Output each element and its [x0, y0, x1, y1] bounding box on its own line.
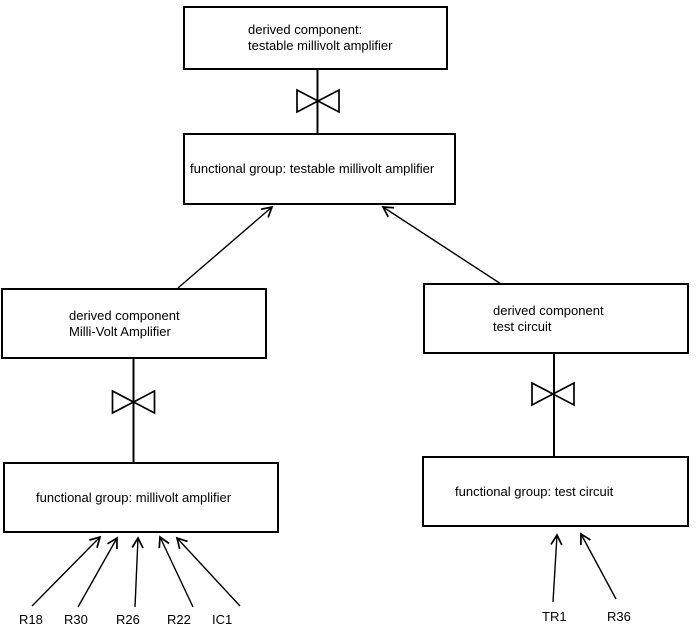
node-label: derived component: — [248, 22, 363, 37]
node-label: testable millivolt amplifier — [248, 38, 393, 53]
arrow-r22-to-fg-millivolt — [158, 535, 194, 608]
node-derived-component-test-circuit[interactable]: derived component test circuit — [423, 283, 689, 354]
component-label-r18: R18 — [19, 612, 43, 627]
component-label-tr1: TR1 — [542, 609, 567, 624]
bowtie-icon — [531, 381, 575, 407]
arrow-r26-to-fg-millivolt — [131, 536, 144, 608]
component-label-ic1: IC1 — [212, 612, 233, 627]
bowtie-icon — [296, 88, 340, 114]
component-label-r22: R22 — [167, 612, 191, 627]
node-label: derived component — [69, 307, 180, 323]
node-label: functional group: millivolt amplifier — [36, 489, 232, 505]
arrow-r36-to-fg-test — [579, 532, 617, 600]
arrow-ic1-to-fg-millivolt — [175, 536, 241, 607]
node-label: functional group: test circuit — [455, 483, 614, 499]
bowtie-icon — [111, 389, 156, 415]
arrow-r18-to-fg-millivolt — [31, 535, 102, 607]
node-label: functional group: testable millivolt amp… — [190, 161, 435, 176]
arrow-derived-millivolt-to-fg-testable — [177, 205, 274, 289]
component-label-r26: R26 — [116, 612, 140, 627]
component-label-r30: R30 — [64, 612, 88, 627]
arrow-r30-to-fg-millivolt — [77, 536, 118, 608]
node-label: test circuit — [493, 318, 552, 334]
arrow-tr1-to-fg-test — [550, 533, 563, 603]
node-functional-group-millivolt-amplifier[interactable]: functional group: millivolt amplifier — [3, 462, 279, 533]
node-label: Milli-Volt Amplifier — [69, 323, 171, 339]
node-derived-component-testable-millivolt-amplifier[interactable]: derived component: testable millivolt am… — [183, 6, 448, 70]
component-label-r36: R36 — [607, 609, 631, 624]
node-derived-component-milli-volt-amplifier[interactable]: derived component Milli-Volt Amplifier — [1, 288, 267, 359]
arrow-derived-test-to-fg-testable — [381, 206, 502, 285]
node-functional-group-test-circuit[interactable]: functional group: test circuit — [422, 456, 689, 527]
node-label: derived component — [493, 302, 604, 318]
node-functional-group-testable-millivolt-amplifier[interactable]: functional group: testable millivolt amp… — [183, 133, 456, 205]
